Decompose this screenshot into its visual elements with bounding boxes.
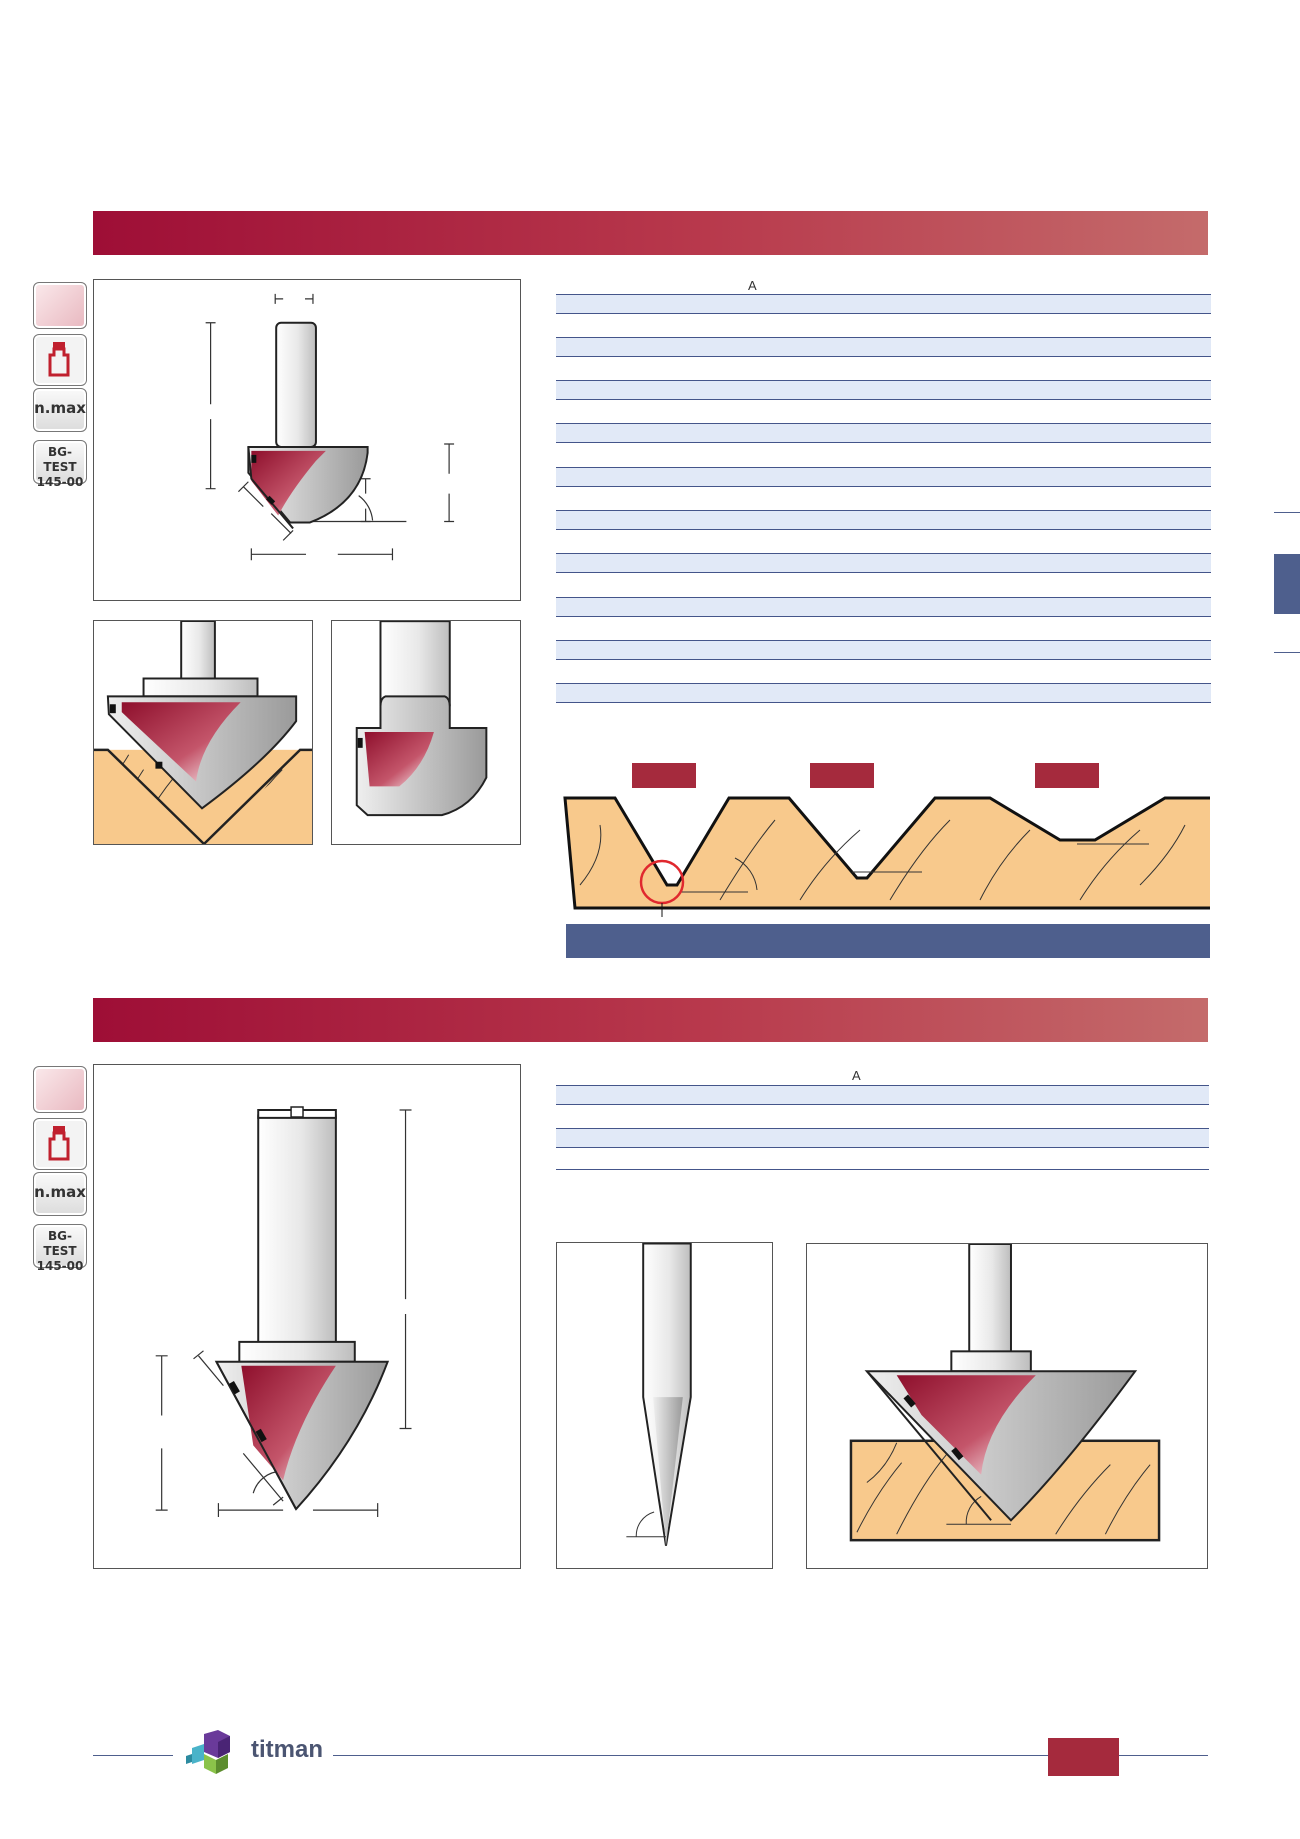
test-badge-line2: 145-00 bbox=[36, 475, 84, 489]
profile-tag-3 bbox=[1035, 763, 1099, 788]
table-row bbox=[556, 1128, 1209, 1148]
material-icon bbox=[33, 282, 87, 329]
engraving-bit-view bbox=[556, 1242, 773, 1569]
test-badge-line2: 145-00 bbox=[36, 1259, 84, 1273]
clamp-icon bbox=[33, 334, 87, 386]
edge-tick-top bbox=[1274, 512, 1300, 513]
table-bottom-rule bbox=[556, 1169, 1209, 1170]
footer-rule-right bbox=[1119, 1755, 1208, 1756]
nmax-icon: n.max bbox=[33, 1172, 87, 1216]
table-row bbox=[556, 294, 1211, 314]
table-row bbox=[556, 683, 1211, 703]
titman-logo-icon bbox=[186, 1730, 230, 1774]
page-number-box bbox=[1048, 1738, 1119, 1776]
table-row bbox=[556, 510, 1211, 530]
table-row bbox=[556, 553, 1211, 573]
table-row bbox=[556, 597, 1211, 617]
footer-rule-middle bbox=[333, 1755, 1048, 1756]
profile-tag-2 bbox=[810, 763, 874, 788]
chapter-tab bbox=[1274, 554, 1300, 614]
table-2-header-a: A bbox=[852, 1068, 861, 1083]
section-1-banner bbox=[93, 211, 1208, 255]
nmax-icon: n.max bbox=[33, 388, 87, 432]
table-1-header-a: A bbox=[748, 278, 757, 293]
test-badge: BG-TEST 145-00 bbox=[33, 440, 87, 489]
test-badge-line1: BG-TEST bbox=[43, 445, 77, 474]
table-row bbox=[556, 337, 1211, 357]
footer-rule-left bbox=[93, 1755, 173, 1756]
table-row bbox=[556, 640, 1211, 660]
test-badge: BG-TEST 145-00 bbox=[33, 1224, 87, 1273]
groove-profile-diagram bbox=[563, 796, 1210, 917]
table-row bbox=[556, 423, 1211, 443]
clamp-icon bbox=[33, 1118, 87, 1170]
material-icon bbox=[33, 1066, 87, 1113]
section-2-banner bbox=[93, 998, 1208, 1042]
cutter-diagram-2 bbox=[93, 1064, 521, 1569]
cutter-detail-view bbox=[331, 620, 521, 845]
profile-base-bar bbox=[566, 924, 1210, 958]
table-row bbox=[556, 467, 1211, 487]
cutter-wood-view bbox=[93, 620, 313, 845]
table-row bbox=[556, 1085, 1209, 1105]
edge-tick-bottom bbox=[1274, 652, 1300, 653]
test-badge-line1: BG-TEST bbox=[43, 1229, 77, 1258]
cutter-diagram-1 bbox=[93, 279, 521, 601]
v-bit-wood-view bbox=[806, 1243, 1208, 1569]
profile-tag-1 bbox=[632, 763, 696, 788]
brand-name: titman bbox=[251, 1736, 323, 1763]
table-row bbox=[556, 380, 1211, 400]
